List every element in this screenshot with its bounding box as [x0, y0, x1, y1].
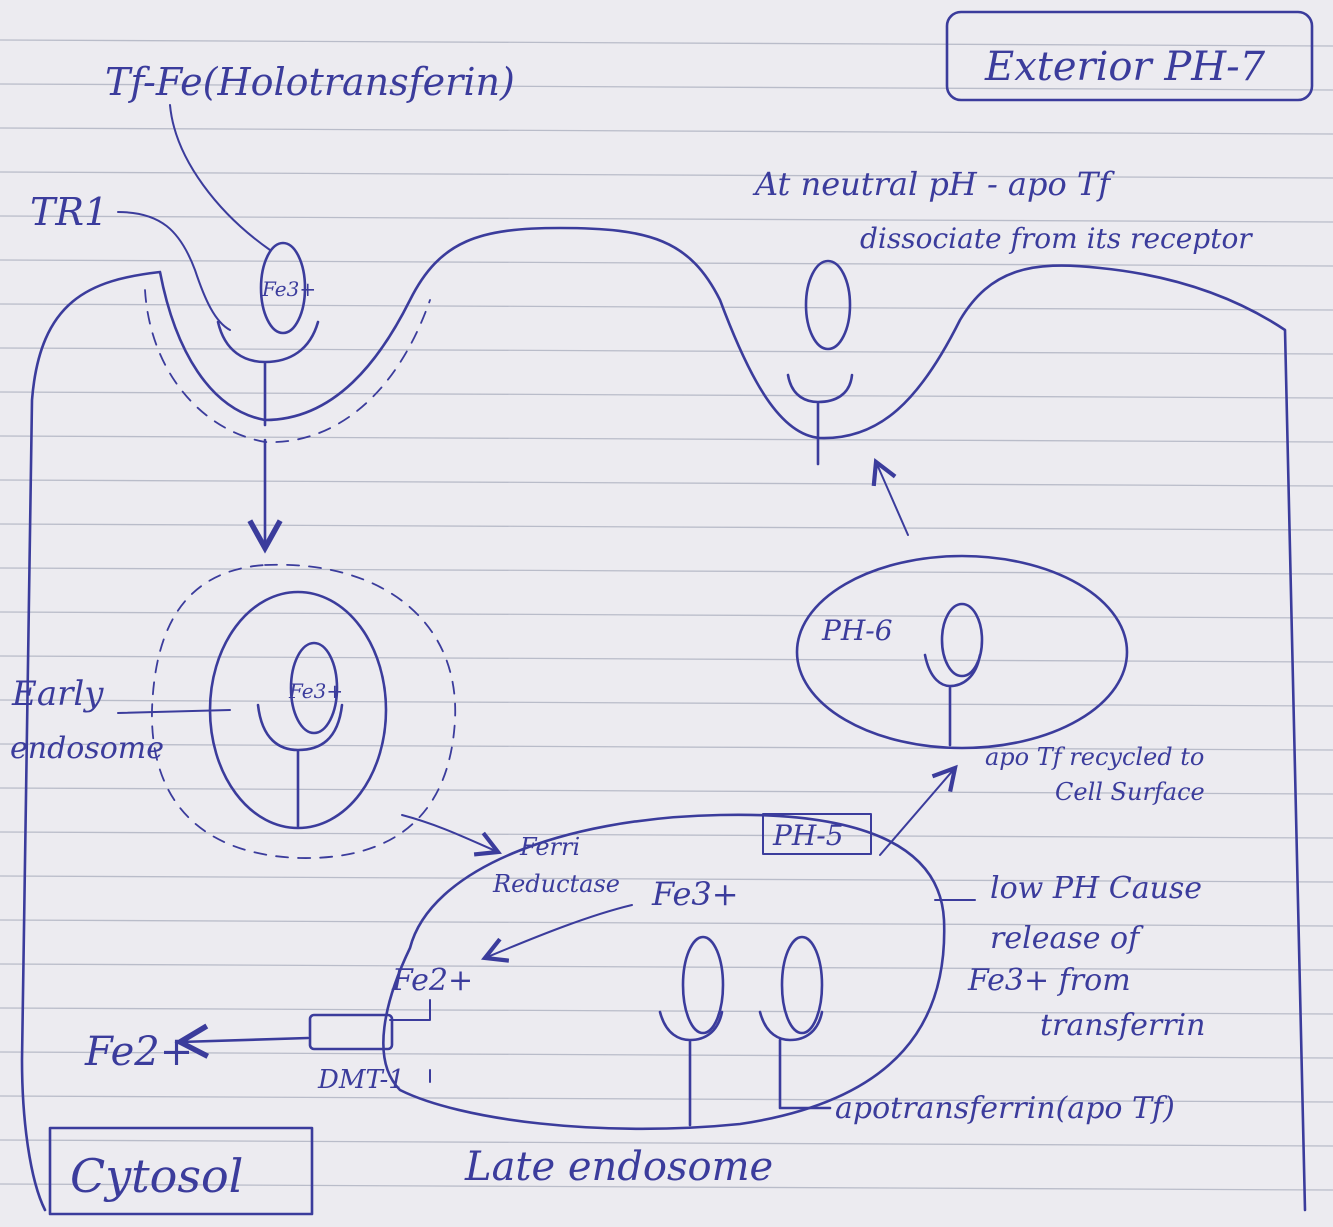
tr1-leader: [117, 211, 231, 331]
surface-apo-transferrin: [804, 259, 852, 351]
ruled-line: [0, 171, 1333, 179]
low-ph-label-3: Fe3+ from: [967, 963, 1131, 998]
ruled-line: [0, 435, 1333, 443]
ruled-line: [0, 1139, 1333, 1147]
ruled-line: [0, 523, 1333, 531]
ruled-line: [0, 83, 1333, 91]
ruled-line: [0, 831, 1333, 839]
ruled-line: [0, 919, 1333, 927]
cell-membrane: [20, 226, 1307, 1212]
recycling-apo-transferrin: [940, 602, 984, 678]
late-endosome-label: Late endosome: [464, 1144, 773, 1190]
late-to-recycling-arrow: [879, 764, 958, 856]
ruled-line: [0, 787, 1333, 795]
ruled-line: [0, 1051, 1333, 1059]
ph5-label: PH-5: [772, 819, 844, 852]
ruled-line: [0, 1183, 1333, 1191]
recycling-receptor: [923, 653, 982, 747]
early-endosome-leader: [117, 709, 231, 714]
ph6-label: PH-6: [821, 614, 893, 647]
holotransferrin-label: Tf-Fe(Holotransferin): [105, 60, 515, 104]
early-fe3-label: Fe3+: [288, 679, 343, 703]
exterior-label: Exterior PH-7: [984, 44, 1266, 90]
neutral-ph-label-1: At neutral pH - apo Tf: [752, 165, 1115, 203]
ruled-line: [0, 699, 1333, 707]
late-endosome: [382, 813, 946, 1131]
ruled-line: [0, 127, 1333, 135]
ruled-line: [0, 1007, 1333, 1015]
ruled-line: [0, 743, 1333, 751]
tr1-receptor: [216, 320, 320, 427]
ferri-label-2: Reductase: [492, 870, 620, 898]
late-fe2-label: Fe2+: [391, 963, 473, 998]
low-ph-label-4: transferrin: [1040, 1008, 1205, 1043]
surface-fe3-label: Fe3+: [261, 277, 316, 301]
recycling-endosome: [795, 554, 1129, 750]
ruled-line: [0, 655, 1333, 663]
tr1-label: TR1: [30, 190, 108, 234]
early-receptor: [256, 703, 344, 828]
ruled-line: [0, 259, 1333, 267]
late-receptor-2: [758, 1010, 832, 1110]
early-endosome-coat: [151, 563, 456, 859]
ruled-line: [0, 215, 1333, 223]
ph5-box: [762, 813, 872, 855]
ruled-line: [0, 391, 1333, 399]
holotransferrin-leader: [169, 104, 271, 251]
ferri-label-1: Ferri: [519, 833, 580, 861]
recycled-label-1: apo Tf recycled to: [985, 743, 1204, 771]
neutral-ph-label-2: dissociate from its receptor: [860, 222, 1253, 255]
early-endosome-label-2: endosome: [10, 731, 164, 766]
ruled-line: [0, 567, 1333, 575]
ruled-line: [0, 39, 1333, 47]
reductase-arrow: [481, 904, 633, 963]
ruled-line: [0, 963, 1333, 971]
low-ph-label-2: release of: [990, 921, 1144, 956]
ruled-line: [0, 611, 1333, 619]
early-to-late-arrow: [401, 814, 502, 857]
late-apo-transferrin-1: [681, 935, 725, 1035]
ruled-line: [0, 479, 1333, 487]
early-endosome-label-1: Early: [11, 674, 104, 714]
fe2-export-arrow: [174, 1023, 310, 1059]
late-fe3-label: Fe3+: [651, 875, 739, 913]
holotransferrin-shape: [259, 241, 307, 335]
exterior-box: [945, 10, 1314, 102]
ruled-line: [0, 1095, 1333, 1103]
ruled-line: [0, 303, 1333, 311]
late-receptor-1: [658, 1010, 724, 1127]
dmt1-leader: [389, 999, 431, 1083]
cytosol-box: [48, 1126, 314, 1216]
ruled-line: [0, 875, 1333, 883]
ruled-line: [0, 347, 1333, 355]
apotransferrin-label: apotransferrin(apo Tf): [835, 1091, 1175, 1126]
recycled-label-2: Cell Surface: [1055, 778, 1205, 806]
cytosol-label: Cytosol: [70, 1149, 243, 1203]
surface-receptor: [786, 373, 854, 466]
cytosol-fe2-label: Fe2+: [84, 1029, 193, 1075]
clathrin-coat: [144, 289, 431, 443]
notebook-ruled-lines: [0, 39, 1333, 1191]
dmt1-channel: [308, 1013, 394, 1051]
late-apo-transferrin-2: [780, 935, 824, 1035]
low-ph-label-1: low PH Cause: [990, 871, 1202, 906]
recycling-to-surface-arrow: [871, 458, 909, 536]
early-transferrin-shape: [289, 641, 339, 735]
dmt1-label: DMT-1: [317, 1065, 405, 1095]
